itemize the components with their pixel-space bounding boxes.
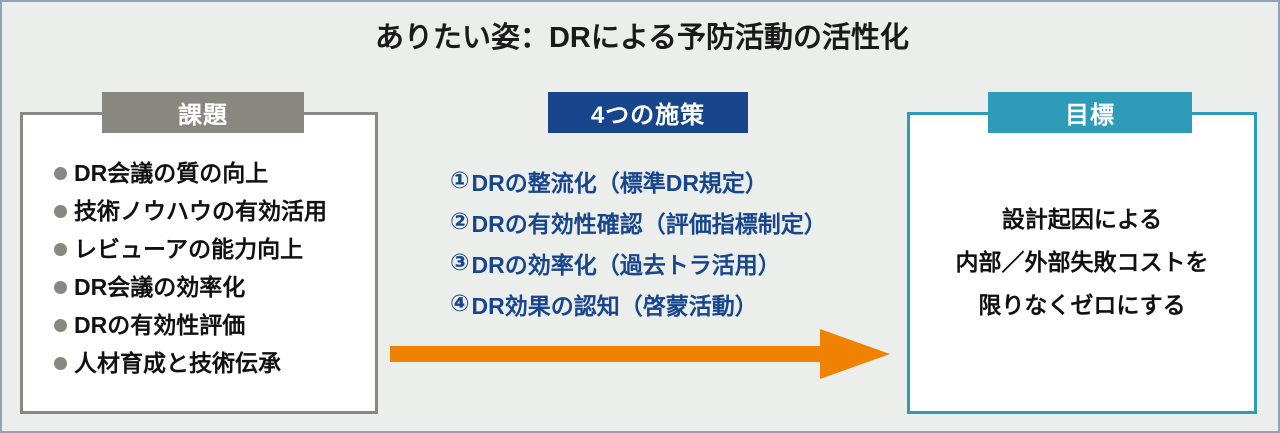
list-item-label: DR会議の効率化 bbox=[74, 273, 246, 300]
bullet-dot-icon bbox=[54, 166, 67, 180]
goal-text-block: 設計起因による 内部／外部失敗コストを 限りなくゼロにする bbox=[907, 198, 1257, 327]
list-item: ② DRの有効性確認（評価指標制定） bbox=[450, 201, 880, 242]
list-item: DRの有効性評価 bbox=[54, 306, 374, 344]
list-item: DR会議の効率化 bbox=[54, 268, 374, 306]
goal-text-line: 設計起因による bbox=[1001, 206, 1163, 232]
goal-text-line: 限りなくゼロにする bbox=[978, 292, 1186, 318]
list-item-label: 技術ノウハウの有効活用 bbox=[74, 197, 327, 224]
list-item-label: DRの効率化（過去トラ活用） bbox=[471, 251, 781, 278]
list-item: ④ DR効果の認知（啓蒙活動） bbox=[450, 283, 880, 324]
list-item-label: レビューアの能力向上 bbox=[74, 235, 304, 262]
issues-panel bbox=[20, 112, 378, 414]
bullet-dot-icon bbox=[54, 280, 67, 294]
list-item: レビューアの能力向上 bbox=[54, 230, 374, 268]
list-item-label: 人材育成と技術伝承 bbox=[74, 349, 281, 376]
list-item: ① DRの整流化（標準DR規定） bbox=[450, 160, 880, 201]
list-item-number: ③ bbox=[450, 249, 470, 275]
measures-header-chip: 4つの施策 bbox=[548, 92, 748, 133]
list-item-label: DR会議の質の向上 bbox=[74, 159, 269, 186]
bullet-dot-icon bbox=[54, 204, 67, 218]
list-item: 人材育成と技術伝承 bbox=[54, 344, 374, 382]
rightward-arrow-icon bbox=[390, 329, 890, 379]
goal-header-label: 目標 bbox=[1065, 102, 1115, 129]
list-item-number: ② bbox=[450, 208, 470, 234]
bullet-dot-icon bbox=[54, 318, 67, 332]
issues-list: DR会議の質の向上 技術ノウハウの有効活用 レビューアの能力向上 DR会議の効率… bbox=[54, 154, 374, 382]
list-item-label: DR効果の認知（啓蒙活動） bbox=[471, 292, 758, 319]
issues-header-label: 課題 bbox=[178, 102, 228, 129]
list-item-number: ① bbox=[450, 167, 470, 193]
goal-text-line: 内部／外部失敗コストを bbox=[955, 249, 1209, 275]
page-title: ありたい姿：DRによる予防活動の活性化 bbox=[374, 22, 910, 54]
measures-header-label: 4つの施策 bbox=[590, 102, 706, 129]
list-item-label: DRの有効性確認（評価指標制定） bbox=[471, 210, 827, 237]
list-item: DR会議の質の向上 bbox=[54, 154, 374, 192]
bullet-dot-icon bbox=[54, 242, 67, 256]
measures-list: ① DRの整流化（標準DR規定） ② DRの有効性確認（評価指標制定） ③ DR… bbox=[450, 160, 880, 324]
bullet-dot-icon bbox=[54, 356, 67, 370]
list-item-number: ④ bbox=[450, 290, 470, 316]
goal-panel bbox=[907, 112, 1257, 414]
list-item: 技術ノウハウの有効活用 bbox=[54, 192, 374, 230]
list-item-label: DRの整流化（標準DR規定） bbox=[471, 169, 768, 196]
goal-header-chip: 目標 bbox=[988, 92, 1192, 133]
issues-header-chip: 課題 bbox=[102, 92, 304, 133]
list-item-label: DRの有効性評価 bbox=[74, 311, 246, 338]
list-item: ③ DRの効率化（過去トラ活用） bbox=[450, 242, 880, 283]
